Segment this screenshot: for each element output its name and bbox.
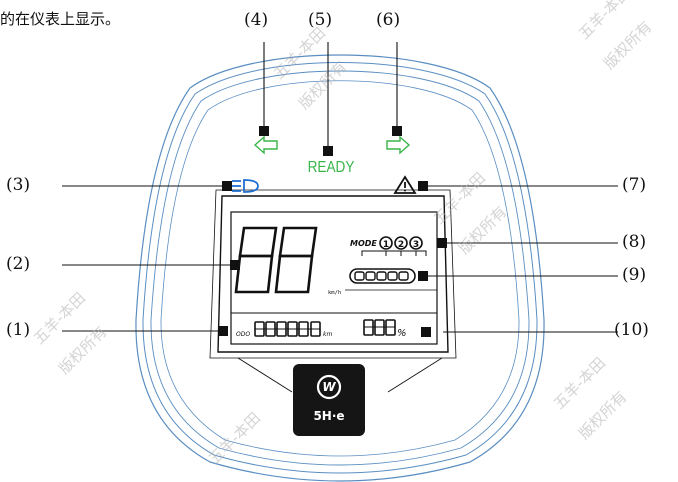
mode-2: 2 [398,240,404,250]
mode-3: 3 [413,240,419,250]
battery-percentage [363,319,396,336]
lcd-outer-bezel [209,189,457,359]
callout-markers [218,126,447,337]
right-turn-arrow-icon [386,135,411,155]
lcd-screen [230,211,438,345]
callout-label-3: (3) [6,175,31,195]
headlight-icon [232,179,259,193]
battery-segment [354,271,365,281]
lower-bezel-lines [237,357,443,393]
ready-indicator: READY [308,159,355,176]
watermark-text: 版权所有 [575,388,630,443]
callout-label-2: (2) [6,254,31,274]
callout-label-8: (8) [622,232,647,252]
callout-label-9: (9) [622,265,647,285]
logo-mark: W [322,380,336,394]
watermark-text: 版权所有 [600,18,655,73]
battery-outline [349,268,416,284]
callout-label-7: (7) [622,175,647,195]
callout-label-4: (4) [244,10,269,30]
odo-unit: km [323,331,332,338]
mode-label: MODE [350,239,377,248]
mode-indicator: 1 2 3 [361,236,427,256]
mode-3-ring [409,236,423,250]
battery-segment [387,271,398,281]
brand-logo: W 5H·e [293,364,365,436]
speedometer [234,226,318,294]
mode-2-ring [394,236,408,250]
odo-label: ODO [236,331,250,338]
caption-fragment: 的在仪表上显示。 [0,10,121,28]
battery-segment [376,271,387,281]
odometer [254,321,321,337]
battery-segment [365,271,376,281]
watermark-text: 版权所有 [455,203,510,258]
dashboard-housing [135,54,545,482]
callout-label-5: (5) [308,10,333,30]
logo-text: 5H·e [313,409,344,423]
battery-gauge [349,268,416,284]
lcd-bezel [217,195,449,353]
callout-label-10: (10) [614,320,649,340]
callout-lines [62,42,618,333]
battery-segment [398,271,409,281]
percent-unit: % [397,328,407,339]
speed-unit: km/h [328,290,341,296]
watermark-text: 五羊-本田 [205,409,264,468]
mode-1-ring [379,236,393,250]
mode-bracket [361,250,427,256]
callout-label-6: (6) [376,10,401,30]
watermark-text: 版权所有 [295,58,350,113]
callout-label-1: (1) [6,320,31,340]
left-turn-arrow-icon [253,135,278,155]
warning-triangle-icon [393,175,417,194]
mode-1: 1 [383,240,389,250]
